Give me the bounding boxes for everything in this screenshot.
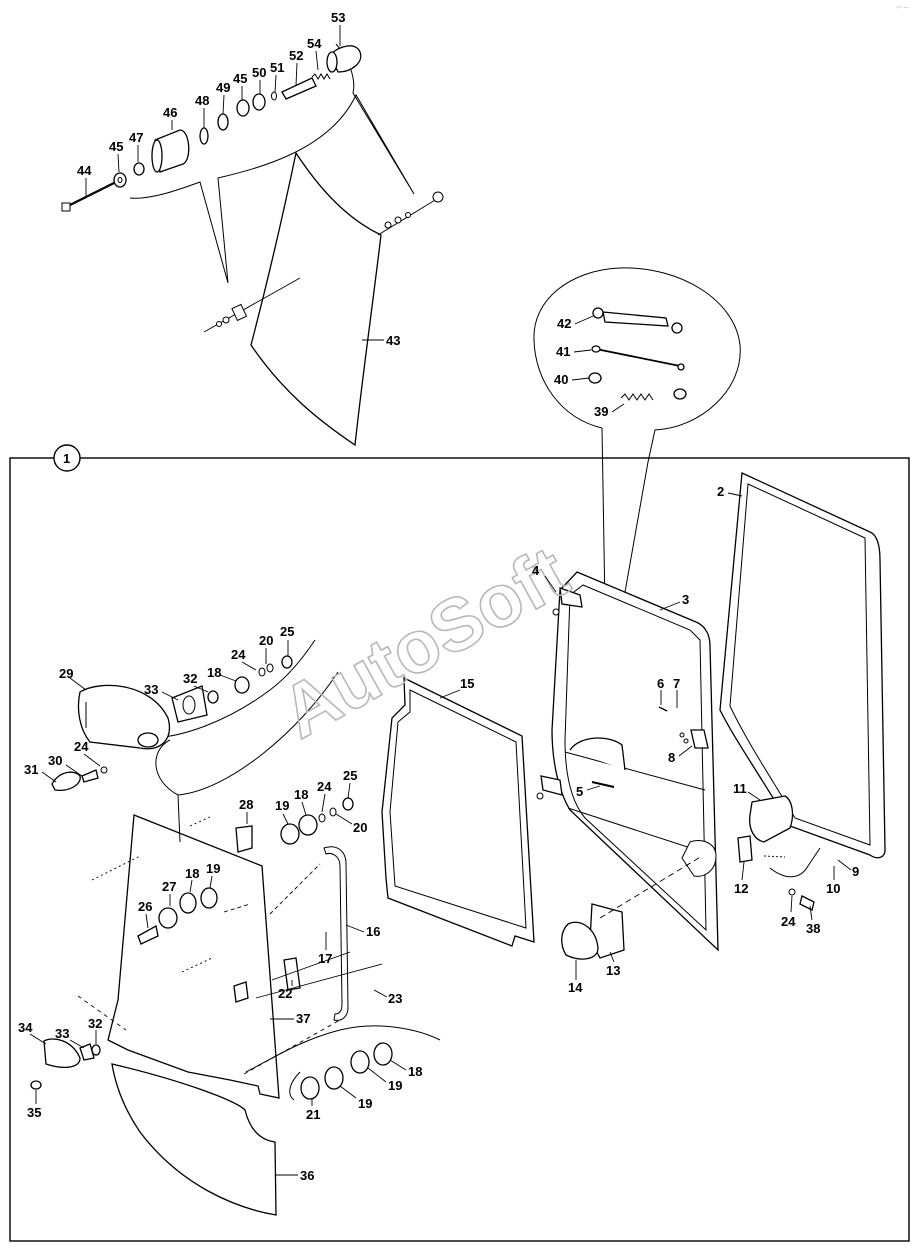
grab-rail-16 xyxy=(323,846,349,1021)
callout-53: 53 xyxy=(331,10,345,25)
callout-34: 34 xyxy=(18,1020,33,1035)
top-window-group xyxy=(61,43,444,447)
callout-18: 18 xyxy=(207,665,221,680)
callout-39: 39 xyxy=(594,404,608,419)
callout-19c: 19 xyxy=(388,1078,402,1093)
callout-33: 33 xyxy=(144,682,158,697)
callout-16: 16 xyxy=(366,924,380,939)
callout-5: 5 xyxy=(576,784,583,799)
callout-43: 43 xyxy=(386,333,400,348)
callout-32: 32 xyxy=(183,671,197,686)
callout-30: 30 xyxy=(48,753,62,768)
hardware-detail-bubble xyxy=(129,43,415,284)
callout-24b: 24 xyxy=(74,739,89,754)
callout-46: 46 xyxy=(163,105,177,120)
callout-10: 10 xyxy=(826,881,840,896)
callout-48: 48 xyxy=(195,93,209,108)
callout-17: 17 xyxy=(318,951,332,966)
callout-numbers: 1 2 3 4 5 6 7 8 9 10 11 12 13 14 15 16 1… xyxy=(18,10,859,1183)
callout-32b: 32 xyxy=(88,1016,102,1031)
callout-40: 40 xyxy=(554,372,568,387)
callout-2: 2 xyxy=(717,484,724,499)
callout-19b: 19 xyxy=(206,861,220,876)
callout-26: 26 xyxy=(138,899,152,914)
callout-12: 12 xyxy=(734,881,748,896)
striker-12 xyxy=(737,835,753,863)
callout-13: 13 xyxy=(606,963,620,978)
callout-31: 31 xyxy=(24,762,38,777)
callout-52: 52 xyxy=(289,48,303,63)
callout-24c: 24 xyxy=(317,779,332,794)
callout-25b: 25 xyxy=(343,768,357,783)
callout-36: 36 xyxy=(300,1168,314,1183)
callout-19d: 19 xyxy=(358,1096,372,1111)
callout-4: 4 xyxy=(532,563,540,578)
callout-8: 8 xyxy=(668,750,675,765)
callout-24: 24 xyxy=(231,647,246,662)
callout-47: 47 xyxy=(129,130,143,145)
callout-25: 25 xyxy=(280,624,294,639)
door-frame-3 xyxy=(536,571,719,952)
callout-42: 42 xyxy=(557,316,571,331)
callout-15: 15 xyxy=(460,676,474,691)
callout-1: 1 xyxy=(63,451,70,466)
callout-14: 14 xyxy=(568,980,583,995)
callout-18b: 18 xyxy=(294,787,308,802)
callout-6: 6 xyxy=(657,676,664,691)
assembly-frame xyxy=(9,457,910,1242)
callout-38: 38 xyxy=(806,921,820,936)
callout-37: 37 xyxy=(296,1011,310,1026)
callout-11: 11 xyxy=(733,781,747,796)
callout-3: 3 xyxy=(682,592,689,607)
callout-54: 54 xyxy=(307,36,322,51)
callout-24d: 24 xyxy=(781,914,796,929)
callout-27: 27 xyxy=(162,879,176,894)
callout-50: 50 xyxy=(252,65,266,80)
callout-45: 45 xyxy=(109,139,123,154)
callout-7: 7 xyxy=(673,676,680,691)
callout-19: 19 xyxy=(275,798,289,813)
callout-18c: 18 xyxy=(185,866,199,881)
callout-28: 28 xyxy=(239,797,253,812)
lower-panel-36 xyxy=(111,1063,277,1216)
rear-panel-37 xyxy=(107,814,280,1099)
callout-33b: 33 xyxy=(55,1026,69,1041)
callout-29: 29 xyxy=(59,666,73,681)
assembly-badge xyxy=(53,444,81,472)
callout-45b: 45 xyxy=(233,71,247,86)
callout-9: 9 xyxy=(852,864,859,879)
callout-18d: 18 xyxy=(408,1064,422,1079)
callout-20b: 20 xyxy=(353,820,367,835)
callout-22: 22 xyxy=(278,986,292,1001)
callout-44: 44 xyxy=(77,163,92,178)
callout-49: 49 xyxy=(216,80,230,95)
callout-41: 41 xyxy=(556,344,570,359)
handle-cup-14 xyxy=(561,921,599,960)
callout-20: 20 xyxy=(259,633,273,648)
strut-detail-group xyxy=(533,267,741,791)
callout-23: 23 xyxy=(388,991,402,1006)
callout-51: 51 xyxy=(270,60,284,75)
latch-11 xyxy=(749,795,794,843)
corner-mark: ⌐~ xyxy=(896,3,909,12)
window-glass-43 xyxy=(250,151,382,447)
callout-35: 35 xyxy=(27,1105,41,1120)
callout-21: 21 xyxy=(306,1107,320,1122)
